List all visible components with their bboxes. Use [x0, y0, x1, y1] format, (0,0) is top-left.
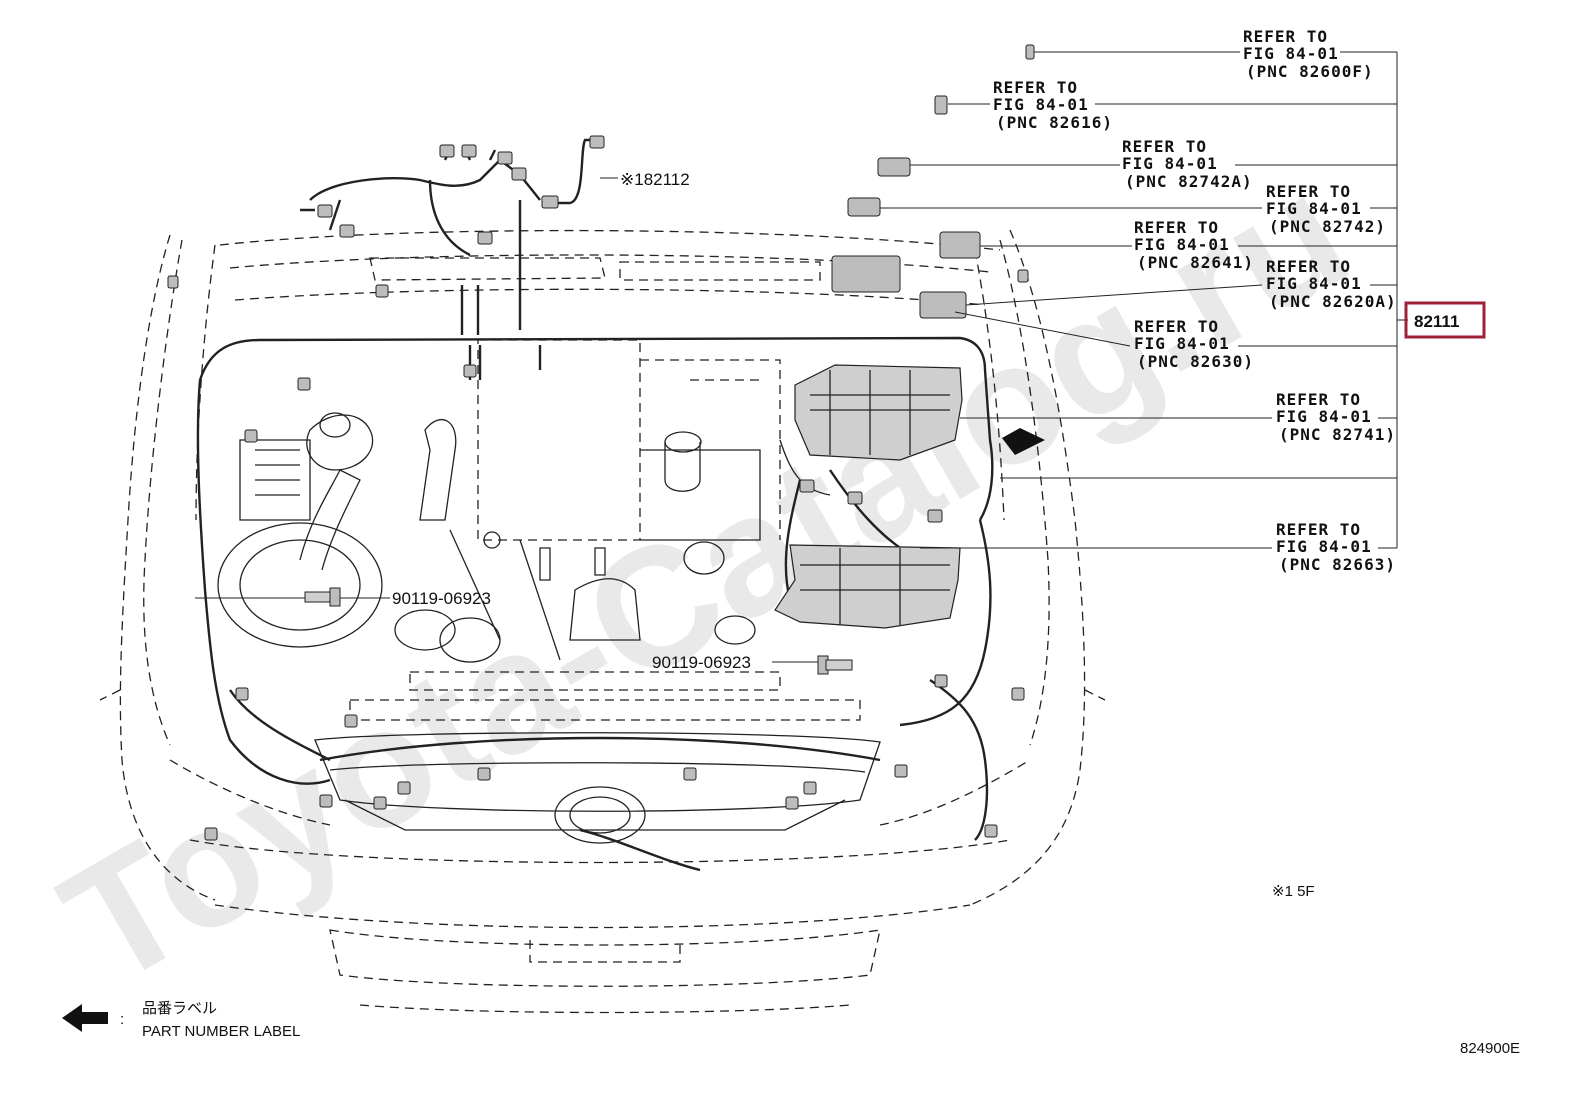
- svg-text:(PNC 82663): (PNC 82663): [1279, 555, 1396, 574]
- junction-blocks: [774, 364, 1045, 629]
- svg-text::: :: [120, 1011, 124, 1028]
- svg-text:(PNC 82630): (PNC 82630): [1137, 352, 1254, 371]
- svg-text:REFER TO: REFER TO: [1276, 390, 1361, 409]
- bolt-right-icon: [817, 655, 853, 675]
- bolt-left-icon: [304, 587, 341, 607]
- svg-text:82111: 82111: [1414, 312, 1459, 331]
- svg-text:90119-06923: 90119-06923: [392, 589, 491, 608]
- svg-text:REFER TO: REFER TO: [1134, 317, 1219, 336]
- svg-text:FIG 84-01: FIG 84-01: [1276, 407, 1372, 426]
- reference-label-82742A: REFER TO FIG 84-01 (PNC 82742A): [1122, 137, 1253, 191]
- svg-text:(PNC 82600F): (PNC 82600F): [1246, 62, 1374, 81]
- svg-text:FIG 84-01: FIG 84-01: [1243, 44, 1339, 63]
- svg-text:FIG 84-01: FIG 84-01: [1134, 235, 1230, 254]
- svg-text:FIG 84-01: FIG 84-01: [1266, 199, 1362, 218]
- engine-components: [217, 412, 831, 663]
- svg-text:FIG 84-01: FIG 84-01: [1134, 334, 1230, 353]
- engine-wire-harness: [196, 138, 994, 872]
- pointer-arrow: [1002, 428, 1045, 455]
- reference-label-82663: REFER TO FIG 84-01 (PNC 82663): [1276, 520, 1396, 574]
- svg-text:824900E: 824900E: [1460, 1040, 1520, 1057]
- svg-text:(PNC 82641): (PNC 82641): [1137, 253, 1254, 272]
- svg-text:REFER TO: REFER TO: [993, 78, 1078, 97]
- main-part-highlight: [1404, 301, 1486, 339]
- leader-lines: [195, 51, 1408, 663]
- svg-text:PART NUMBER LABEL: PART NUMBER LABEL: [142, 1023, 300, 1040]
- svg-text:FIG 84-01: FIG 84-01: [1276, 537, 1372, 556]
- reference-label-82742: REFER TO FIG 84-01 (PNC 82742): [1266, 182, 1386, 236]
- svg-text:REFER TO: REFER TO: [1122, 137, 1207, 156]
- part-number-label-arrow-icon: [62, 1004, 108, 1032]
- svg-text:(PNC 82742A): (PNC 82742A): [1125, 172, 1253, 191]
- legend: : 品番ラベル PART NUMBER LABEL: [62, 1000, 300, 1040]
- svg-text:90119-06923: 90119-06923: [652, 653, 751, 672]
- svg-text:REFER TO: REFER TO: [1266, 257, 1351, 276]
- reference-label-82600F: REFER TO FIG 84-01 (PNC 82600F): [1243, 27, 1374, 81]
- svg-text:※182112: ※182112: [620, 170, 690, 189]
- svg-text:FIG 84-01: FIG 84-01: [993, 95, 1089, 114]
- svg-text:(PNC 82741): (PNC 82741): [1279, 425, 1396, 444]
- svg-text:REFER TO: REFER TO: [1243, 27, 1328, 46]
- svg-text:(PNC 82616): (PNC 82616): [996, 113, 1113, 132]
- svg-text:FIG 84-01: FIG 84-01: [1122, 154, 1218, 173]
- main-part-number[interactable]: 82111: [1404, 301, 1486, 339]
- reference-label-82641: REFER TO FIG 84-01 (PNC 82641): [1134, 218, 1254, 272]
- svg-text:※1 5F: ※1 5F: [1272, 883, 1315, 900]
- reference-label-82620A: REFER TO FIG 84-01 (PNC 82620A): [1266, 257, 1397, 311]
- reference-label-82741: REFER TO FIG 84-01 (PNC 82741): [1276, 390, 1396, 444]
- footnote: ※1 5F: [1272, 883, 1315, 900]
- svg-text:(PNC 82620A): (PNC 82620A): [1269, 292, 1397, 311]
- harness-connectors: [167, 44, 1035, 841]
- svg-text:REFER TO: REFER TO: [1276, 520, 1361, 539]
- bolt-label-left[interactable]: 90119-06923: [392, 589, 491, 608]
- reference-label-82630: REFER TO FIG 84-01 (PNC 82630): [1134, 317, 1254, 371]
- figure-code: 824900E: [1460, 1040, 1520, 1057]
- reference-label-82616: REFER TO FIG 84-01 (PNC 82616): [993, 78, 1113, 132]
- svg-text:(PNC 82742): (PNC 82742): [1269, 217, 1386, 236]
- sub-part-number[interactable]: ※182112: [620, 170, 690, 189]
- svg-text:FIG 84-01: FIG 84-01: [1266, 274, 1362, 293]
- svg-text:REFER TO: REFER TO: [1266, 182, 1351, 201]
- svg-text:品番ラベル: 品番ラベル: [142, 1000, 217, 1017]
- bolt-label-right[interactable]: 90119-06923: [652, 653, 751, 672]
- svg-text:REFER TO: REFER TO: [1134, 218, 1219, 237]
